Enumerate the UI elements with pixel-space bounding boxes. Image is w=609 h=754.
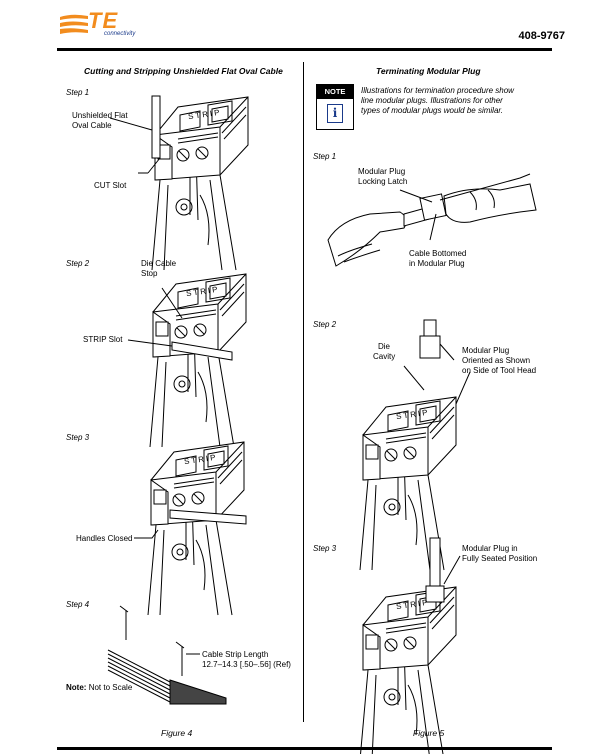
tool-illustration-step2 <box>149 273 247 448</box>
note-box: NOTE i <box>316 84 354 130</box>
scale-note: Note: Not to Scale <box>66 683 132 693</box>
cable-label-line1: Unshielded Flat <box>72 111 128 120</box>
cavity-label-line2: Cavity <box>373 352 396 361</box>
strip-cable <box>171 341 233 361</box>
te-logo: TE connectivity <box>58 8 138 40</box>
column-divider <box>303 62 304 722</box>
seated-label-line1: Modular Plug in <box>462 544 518 553</box>
info-icon: i <box>327 104 343 123</box>
figure-4-caption: Figure 4 <box>161 728 193 738</box>
strip-length-label-line1: Cable Strip Length <box>202 650 269 659</box>
step3-cable <box>169 509 247 525</box>
scale-note-text: Not to Scale <box>88 683 133 692</box>
step1-leaders <box>109 117 161 174</box>
left-step-2: Step 2 <box>66 259 90 268</box>
scale-note-label: Note: <box>66 683 87 692</box>
note-line-3: types of modular plugs would be similar. <box>361 106 503 115</box>
right-heading: Terminating Modular Plug <box>376 66 481 76</box>
die-stop-label-line1: Die Cable <box>141 259 177 268</box>
logo-subtext: connectivity <box>104 31 136 37</box>
orient-label-line1: Modular Plug <box>462 346 510 355</box>
orient-label-line2: Oriented as Shown <box>462 356 531 365</box>
tool-illustration-step3 <box>147 441 245 616</box>
left-heading: Cutting and Stripping Unshielded Flat Ov… <box>84 66 283 76</box>
strip-slot-label: STRIP Slot <box>83 335 123 344</box>
hands-illustration <box>327 173 537 267</box>
cavity-label-line1: Die <box>378 342 391 351</box>
cut-slot-label: CUT Slot <box>94 181 127 190</box>
cable-illustration <box>151 95 161 159</box>
bottomed-label-line1: Cable Bottomed <box>409 249 467 258</box>
cable-label-line2: Oval Cable <box>72 121 112 130</box>
left-step-3: Step 3 <box>66 433 90 442</box>
header-rule <box>57 48 552 51</box>
left-step-4: Step 4 <box>66 600 90 609</box>
figure-5-caption: Figure 5 <box>413 728 445 738</box>
left-step-1: Step 1 <box>66 88 90 97</box>
die-stop-label-line2: Stop <box>141 269 158 278</box>
handles-closed-label: Handles Closed <box>76 534 133 543</box>
stripped-cable-illustration <box>107 605 227 705</box>
right-step-2: Step 2 <box>313 320 337 329</box>
latch-label-line1: Modular Plug <box>358 167 406 176</box>
step3-fig5-leader <box>443 555 461 585</box>
te-logo-swoosh-icon <box>60 14 88 34</box>
right-step-1: Step 1 <box>313 152 337 161</box>
latch-label-line2: Locking Latch <box>358 177 408 186</box>
orient-label-line3: on Side of Tool Head <box>462 366 537 375</box>
footer-rule <box>57 747 552 750</box>
seated-label-line2: Fully Seated Position <box>462 554 538 563</box>
note-line-2: line modular plugs. Illustrations for ot… <box>361 96 503 105</box>
seated-plug <box>425 585 445 603</box>
note-header: NOTE <box>317 85 353 99</box>
document-number: 408-9767 <box>518 30 566 42</box>
bottomed-label-line2: in Modular Plug <box>409 259 465 268</box>
step2-leaders <box>127 287 183 347</box>
step3-leader <box>134 529 159 539</box>
note-line-1: Illustrations for termination procedure … <box>361 86 514 95</box>
step2-fig5-leaders <box>403 343 471 405</box>
tool-illustration-step1 <box>151 96 249 271</box>
logo-text: TE <box>88 8 119 33</box>
note-text: Illustrations for termination procedure … <box>361 86 541 116</box>
modular-plug-step2 <box>419 319 441 359</box>
tool-illustration-fig5-step2 <box>359 396 457 571</box>
right-step-3: Step 3 <box>313 544 337 553</box>
strip-length-label-line2: 12.7–14.3 [.50–.56] (Ref) <box>202 660 291 669</box>
